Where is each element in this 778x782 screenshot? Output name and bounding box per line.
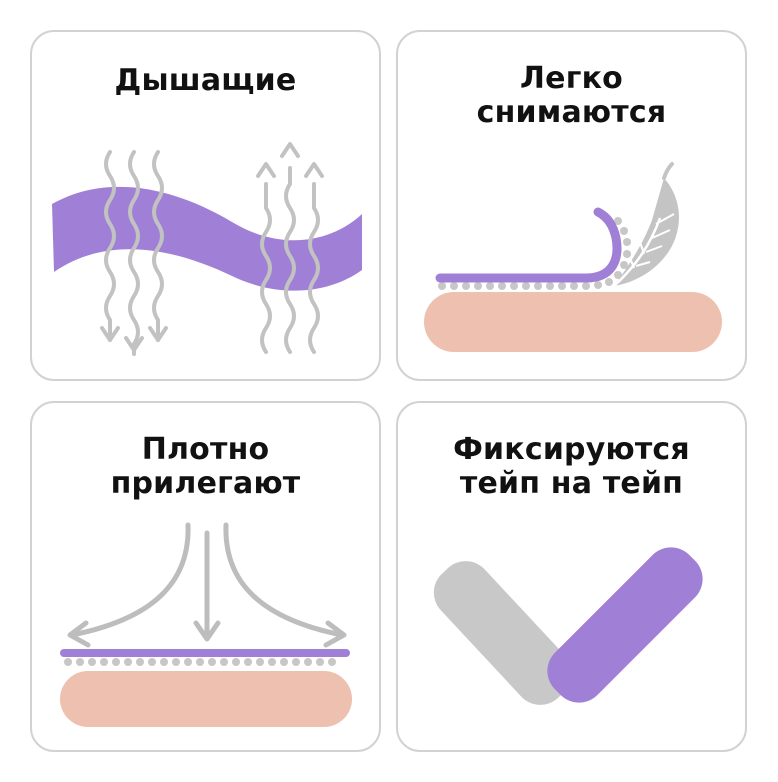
tape-on-tape-icon [433, 547, 703, 705]
feature-title: Дышащие [114, 63, 297, 98]
peel-off-feather-icon [424, 162, 722, 352]
feature-title: Легко снимаются [476, 61, 667, 130]
feature-title: Плотно прилегают [110, 432, 301, 501]
feature-card-easy-remove: Легко снимаются [396, 30, 747, 381]
feature-card-breathable: Дышащие [30, 30, 381, 381]
feature-title: Фиксируются тейп на тейп [453, 432, 690, 501]
breathable-wave-icon [52, 142, 362, 356]
feature-card-tight-fit: Плотно прилегают [30, 401, 381, 752]
tight-fit-arrows-icon [60, 522, 352, 727]
feature-card-tape-on-tape: Фиксируются тейп на тейп [396, 401, 747, 752]
